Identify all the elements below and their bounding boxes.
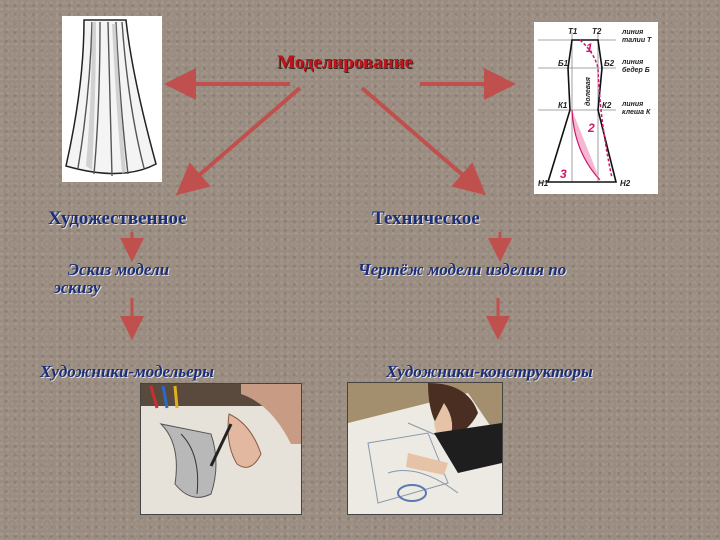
- label-t1: Т1: [568, 27, 578, 36]
- description-technical: Чертёж модели изделия по: [358, 260, 567, 279]
- label-t2: Т2: [592, 27, 602, 36]
- label-waist-a: линия: [621, 29, 643, 36]
- photo-pattern-maker: [347, 382, 503, 515]
- description-artistic-line2: эскизу: [54, 278, 101, 297]
- heading-technical: Техническое: [372, 208, 480, 229]
- label-hip-a: линия: [621, 59, 643, 66]
- label-grain: долевая: [584, 77, 592, 106]
- label-piece-3: 3: [560, 167, 567, 181]
- arrow-to-technical: [360, 86, 487, 196]
- label-hip-b: бедер Б: [622, 66, 650, 74]
- skirt-pattern-drawing: Т1 Т2 Б1 Б2 К1 К2 Н1 Н2 линия талии Т ли…: [534, 22, 658, 194]
- label-k2: К2: [602, 101, 612, 110]
- result-artistic: Художники-модельеры: [40, 362, 214, 381]
- label-waist-b: талии Т: [622, 37, 652, 44]
- heading-artistic: Художественное: [48, 208, 187, 229]
- label-b1: Б1: [558, 59, 569, 68]
- result-technical: Художники-конструкторы: [386, 362, 593, 381]
- label-n1: Н1: [538, 179, 549, 188]
- photo-fashion-designer: [140, 383, 302, 515]
- label-k1: К1: [558, 101, 568, 110]
- description-artistic-line1: Эскиз модели: [68, 260, 170, 279]
- skirt-illustration: [62, 16, 162, 182]
- label-piece-2: 2: [587, 121, 595, 135]
- label-flare-b: клеша К: [622, 109, 651, 116]
- label-piece-1: 1: [586, 41, 593, 55]
- label-b2: Б2: [604, 59, 615, 68]
- arrow-to-artistic: [175, 86, 302, 196]
- diagram-title: Моделирование: [277, 52, 413, 73]
- label-n2: Н2: [620, 179, 631, 188]
- label-flare-a: линия: [621, 101, 643, 108]
